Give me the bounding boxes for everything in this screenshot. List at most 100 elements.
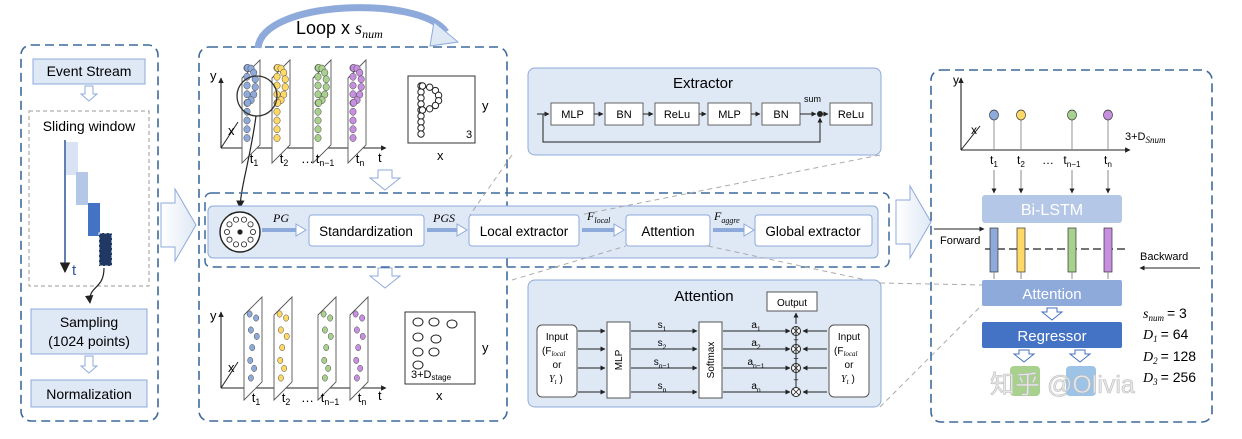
- pgs-label: PGS: [432, 211, 455, 225]
- seq-time-label: tn: [1104, 153, 1112, 169]
- x-axis: [960, 125, 981, 151]
- inset-point: [417, 124, 425, 132]
- param-label: D1= 64: [1142, 326, 1188, 344]
- attn-input-label: or: [845, 360, 855, 371]
- sliding-window-frame: [28, 110, 150, 287]
- point-dot: [243, 134, 251, 142]
- frame-time-label: t2: [282, 390, 291, 407]
- t-axis-label: t: [378, 150, 382, 165]
- param-value: = 256: [1161, 369, 1197, 385]
- watermark: 知乎 @Olivia: [990, 371, 1135, 399]
- point-dot: [273, 116, 281, 125]
- normalization-box: [30, 379, 148, 408]
- seq-time-label: t2: [1017, 153, 1025, 169]
- score-label-sub: 2: [663, 344, 667, 351]
- score-label: sn−1: [654, 357, 671, 370]
- param-sub: 3: [1152, 377, 1158, 387]
- attn-input-label: Yt): [549, 374, 563, 386]
- point-dot: [279, 344, 286, 352]
- point-dot: [273, 125, 281, 134]
- point-dot: [281, 364, 287, 372]
- seq-time-label-base: t: [1017, 153, 1021, 167]
- group-point: [226, 236, 233, 243]
- frame-time-label-base: t: [358, 390, 362, 405]
- standardization-box: [308, 214, 425, 247]
- point-dot: [322, 75, 330, 84]
- inset-dim-top: 3: [466, 129, 472, 141]
- inset-point: [412, 360, 424, 370]
- inset-point: [417, 112, 425, 120]
- global-extractor-box: [754, 214, 873, 247]
- point-dot: [278, 374, 284, 382]
- point-dot: [314, 125, 322, 134]
- point-dot: [251, 364, 257, 372]
- frame-time-label-sub: 1: [253, 158, 258, 168]
- point-dot: [273, 134, 281, 142]
- weight-label: an−1: [747, 357, 764, 370]
- frame-time-label-sub: 1: [255, 397, 260, 407]
- ellipsis: …: [301, 151, 314, 166]
- attn-mlp-label: MLP: [614, 349, 625, 370]
- x-axis-label: x: [971, 123, 977, 137]
- faggre-label: Faggre: [713, 209, 740, 225]
- seq-time-label-base: t: [1104, 153, 1108, 167]
- zoom-line: [469, 154, 513, 216]
- window-3: [88, 203, 100, 236]
- frame-time-label: t1: [250, 151, 259, 168]
- score-label-sub: 1: [663, 326, 667, 333]
- lstm-hidden-state: [1016, 227, 1026, 273]
- weight-label: an: [751, 381, 761, 394]
- point-dot: [248, 326, 254, 334]
- frame-time-label-sub: n: [361, 397, 366, 407]
- attn-input-part: (F: [542, 346, 551, 357]
- frame-time-label: tn: [356, 151, 365, 168]
- point-dot: [352, 310, 359, 318]
- attn-input-part: Y: [841, 374, 848, 385]
- group-point: [247, 236, 254, 243]
- weight-label: a2: [751, 338, 761, 351]
- point-dot: [354, 374, 360, 382]
- group-point: [232, 241, 239, 248]
- point-dot: [357, 83, 365, 91]
- normalization-label: Normalization: [46, 386, 132, 402]
- sum-label: sum: [804, 94, 821, 104]
- attn-input-box: [828, 324, 870, 398]
- weight-label-sub: n−1: [753, 363, 765, 370]
- inset-point: [425, 105, 434, 113]
- residual-connection: [542, 114, 823, 143]
- attn-input-label: Yt): [841, 374, 855, 386]
- seq-time-label-sub: 2: [1020, 160, 1025, 169]
- down-arrow-icon: [79, 355, 99, 374]
- point-dot: [314, 81, 322, 90]
- point-dot: [243, 125, 251, 134]
- extractor-title: Extractor: [673, 75, 733, 92]
- time-axis-label: t: [72, 262, 77, 279]
- inset-point: [428, 347, 440, 357]
- attn-input-label: or: [553, 360, 563, 371]
- window-4: [98, 232, 113, 267]
- temporal-attention-label: Attention: [1022, 286, 1081, 303]
- ellipsis: …: [1042, 153, 1054, 167]
- sliding-window-label: Sliding window: [43, 118, 136, 134]
- local-extractor-label: Local extractor: [480, 224, 569, 239]
- point-dot: [359, 332, 366, 340]
- zoom-line: [511, 245, 627, 281]
- frame-time-label-sub: 2: [285, 397, 290, 407]
- point-dot: [247, 356, 254, 364]
- zoom-line: [879, 282, 983, 286]
- lstm-hidden-state: [1103, 227, 1113, 273]
- param-name: D: [1142, 371, 1153, 386]
- point-dot: [314, 90, 322, 99]
- inset-dim-bottom: 3+Dstage: [411, 369, 452, 382]
- attn-input-label: (Flocal: [834, 346, 858, 358]
- point-dot: [350, 98, 358, 107]
- param-label: snum= 3: [1143, 305, 1187, 323]
- attn-input-part: ): [560, 374, 563, 385]
- frame-time-label-sub: n−1: [324, 397, 339, 407]
- weight-label-base: a: [751, 381, 757, 392]
- point-dot: [280, 68, 288, 77]
- frame-time-label-sub: n−1: [319, 158, 334, 168]
- t-axis-label: t: [378, 388, 382, 403]
- seq-time-label-sub: n: [1107, 160, 1112, 169]
